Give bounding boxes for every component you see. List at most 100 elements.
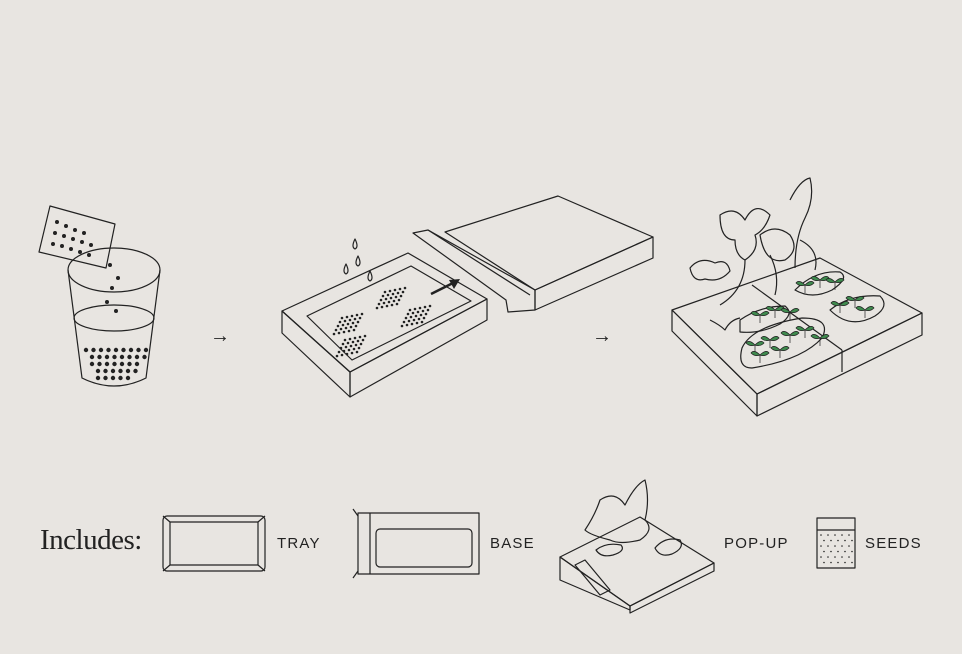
seed-dot [337, 331, 341, 335]
seed-dot [351, 340, 355, 344]
seed-dot [344, 326, 348, 330]
seed-dot [834, 545, 836, 547]
seed-dot [395, 302, 399, 306]
seed-dot [416, 310, 420, 314]
seed-dot [423, 305, 427, 309]
seed-dot [339, 327, 343, 331]
seed-dot [823, 561, 825, 564]
seed-dot [409, 315, 413, 319]
seed-dot [342, 330, 346, 334]
slide-direction-arrow-icon [430, 279, 460, 296]
seedling-leaf [770, 346, 790, 358]
seed-dot [347, 329, 351, 333]
seed-dot [415, 321, 419, 325]
seed-dot [383, 290, 387, 294]
seed-dot [837, 561, 839, 564]
seed-dot [403, 286, 407, 290]
seedling-leaf [830, 301, 850, 313]
seed-dot [119, 354, 125, 360]
seed-dot [400, 324, 404, 328]
seed-dot [339, 346, 343, 350]
seed-dot [827, 556, 829, 558]
seed-dot [386, 293, 390, 297]
seed-dot [358, 316, 362, 320]
include-label-pop-up: POP-UP [724, 535, 789, 552]
seed-dot [97, 354, 102, 360]
seed-dot [359, 342, 363, 346]
seed-dot [110, 368, 116, 374]
seed-dot [127, 361, 132, 367]
include-label-base: BASE [490, 535, 535, 552]
seed-dot [402, 320, 406, 324]
seed-dot [104, 361, 110, 367]
seed-dot [363, 334, 367, 338]
seed-dot [411, 311, 415, 315]
seedling-leaf [810, 276, 830, 288]
seed-dot [352, 347, 356, 351]
seed-dot [337, 350, 341, 354]
includes-heading: Includes: [40, 524, 142, 556]
seedling-leaf [765, 306, 785, 318]
seed-dot [349, 325, 353, 329]
seed-dot [420, 320, 424, 324]
seedling-leaf [855, 306, 875, 318]
seed-dot [118, 375, 123, 381]
seedling-leaf [750, 311, 770, 323]
seed-dot [348, 318, 352, 322]
include-label-tray: TRAY [277, 535, 321, 552]
seedling-leaf [795, 281, 815, 293]
seed-dot [851, 550, 853, 553]
seed-dot [121, 347, 126, 353]
seed-dot [125, 368, 131, 374]
seedling-leaf [750, 351, 770, 363]
seed-dot [103, 375, 108, 381]
seed-dot [844, 561, 846, 564]
seed-dot [396, 291, 400, 295]
seed-dot [848, 534, 850, 536]
seed-dot [95, 375, 101, 381]
seed-dot [848, 556, 850, 558]
seed-dot [346, 322, 350, 326]
seed-dot [424, 312, 428, 316]
seed-dot [419, 313, 423, 317]
seed-dot [336, 324, 340, 328]
seed-dot [356, 339, 360, 343]
seed-dot [113, 347, 119, 353]
seed-dot [408, 308, 412, 312]
seed-dot [823, 550, 825, 553]
seed-dot [384, 297, 388, 301]
seed-dot [136, 347, 141, 353]
cup-icon [67, 247, 161, 387]
seed-dot [820, 534, 822, 536]
seed-dot [358, 335, 362, 339]
seed-dot [338, 320, 342, 324]
water-drops-icon [343, 238, 373, 282]
seed-dot [820, 545, 822, 547]
seed-dot [344, 345, 348, 349]
seed-dot [412, 318, 416, 322]
seed-dot [410, 322, 414, 326]
seed-dot [348, 337, 352, 341]
seed-dot [350, 351, 354, 355]
seed-dot [830, 539, 832, 542]
seed-dot [389, 296, 393, 300]
seed-dot [353, 336, 357, 340]
seed-dot [342, 349, 346, 353]
seed-dot [390, 303, 394, 307]
seed-dot [405, 323, 409, 327]
seed-dot [407, 319, 411, 323]
seed-dot [841, 534, 843, 536]
flowers-icon [689, 177, 817, 331]
seed-dot [388, 289, 392, 293]
seed-dot [352, 328, 356, 332]
seed-dot [841, 556, 843, 558]
seed-dot [128, 347, 134, 353]
step-arrow-1: → [210, 325, 230, 347]
seed-dot [346, 341, 350, 345]
seed-dot [91, 347, 96, 353]
seed-dot [343, 338, 347, 342]
